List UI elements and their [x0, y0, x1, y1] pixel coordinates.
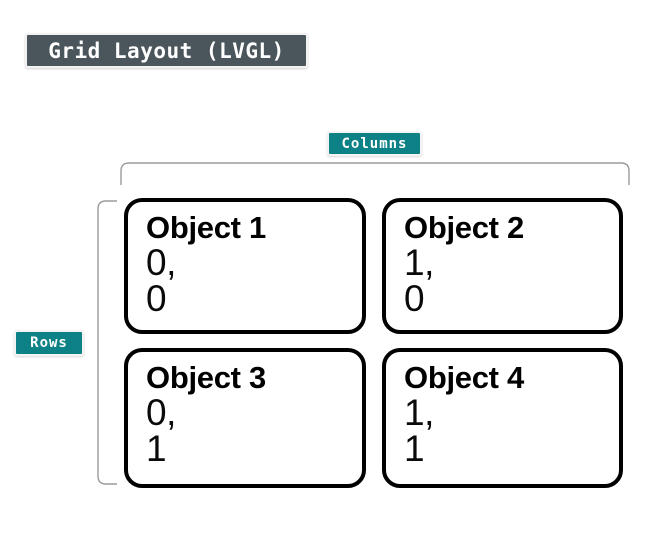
grid-cell-title: Object 1 — [146, 210, 266, 245]
grid-cell-object-3[interactable]: Object 3 0, 1 — [124, 348, 366, 488]
grid-cell-title: Object 4 — [404, 360, 524, 395]
rows-axis-badge: Rows — [14, 330, 84, 356]
columns-bracket-icon — [120, 160, 630, 186]
rows-axis-label: Rows — [30, 335, 68, 351]
grid-cell-column-index: 1, — [404, 392, 434, 433]
grid-cell-column-index: 0, — [146, 242, 176, 283]
grid-cell-row-index: 1 — [146, 427, 167, 469]
grid-cell-object-4[interactable]: Object 4 1, 1 — [382, 348, 623, 488]
grid-cell-object-2[interactable]: Object 2 1, 0 — [382, 198, 623, 334]
diagram-title-badge: Grid Layout (LVGL) — [25, 33, 308, 68]
page-title: Grid Layout (LVGL) — [48, 38, 285, 63]
grid-cell-row-index: 1 — [404, 427, 425, 469]
grid-cell-title: Object 2 — [404, 210, 524, 245]
grid-cell-row-index: 0 — [146, 277, 167, 319]
grid-cell-object-1[interactable]: Object 1 0, 0 — [124, 198, 366, 334]
columns-axis-badge: Columns — [327, 131, 422, 156]
grid-cell-column-index: 0, — [146, 392, 176, 433]
grid-cell-row-index: 0 — [404, 277, 425, 319]
columns-axis-label: Columns — [341, 135, 408, 152]
grid-cell-column-index: 1, — [404, 242, 434, 283]
rows-bracket-icon — [96, 200, 118, 485]
grid-cell-title: Object 3 — [146, 360, 266, 395]
